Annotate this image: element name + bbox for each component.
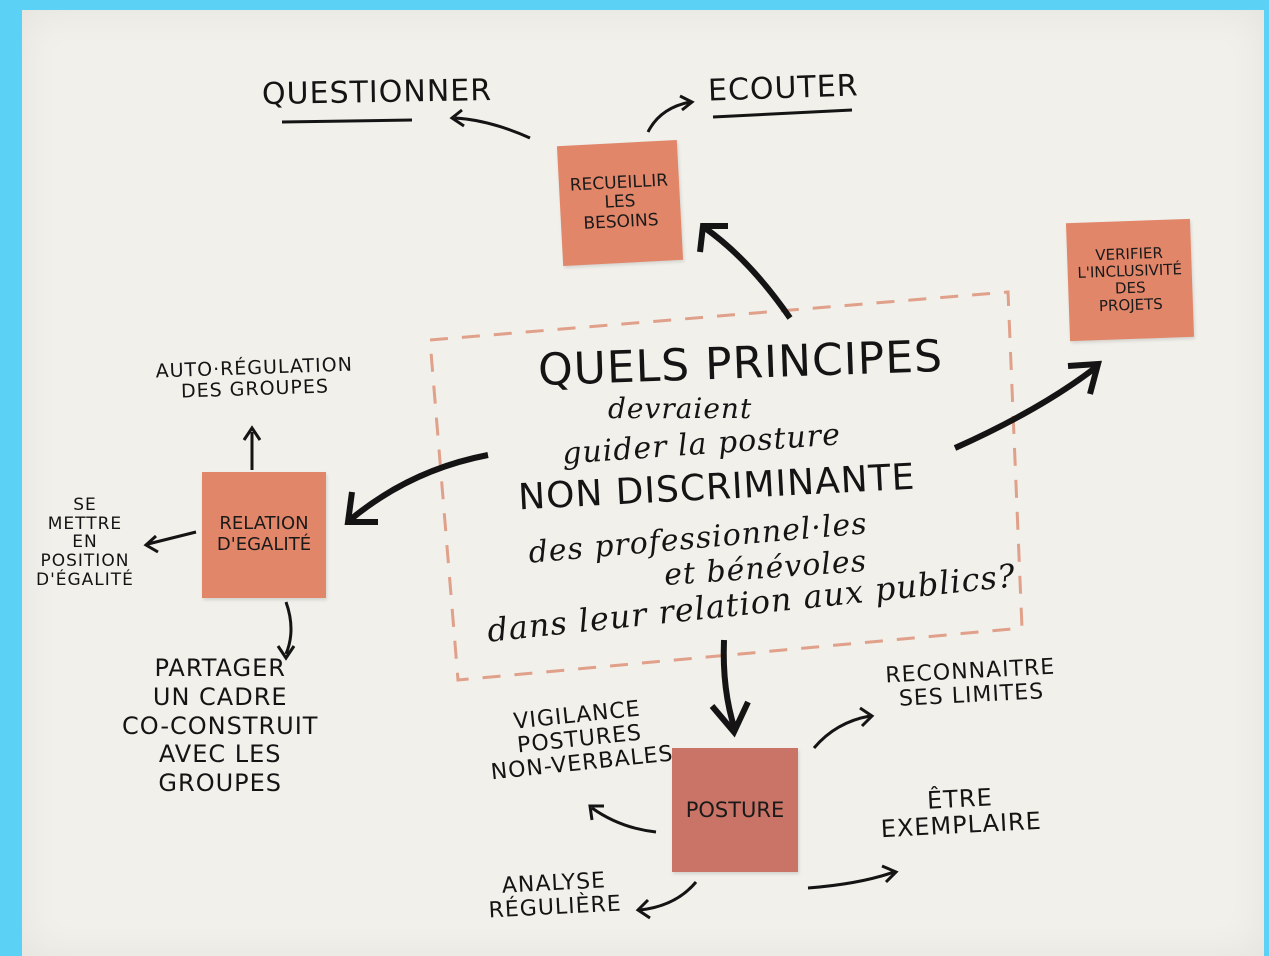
partager-text: PARTAGER UN CADRE CO-CONSTRUIT AVEC LES … <box>122 654 319 798</box>
reconnaitre-text: RECONNAITRE SES LIMITES <box>884 654 1056 712</box>
analyse-text: ANALYSE RÉGULIÈRE <box>488 868 623 924</box>
auto-regulation-text: AUTO·RÉGULATION DES GROUPES <box>155 353 354 403</box>
ecouter-label: ECOUTER <box>707 68 860 109</box>
posture-text: POSTURE <box>685 797 785 822</box>
recueillir-text: RECUEILLIR LES BESOINS <box>569 170 669 234</box>
verifier-text: VERIFIER L'INCLUSIVITÉ DES PROJETS <box>1077 243 1183 316</box>
sticky-verifier-inclusivite: VERIFIER L'INCLUSIVITÉ DES PROJETS <box>1065 218 1195 342</box>
se-mettre-text: SE METTRE EN POSITION D'ÉGALITÉ <box>36 495 134 590</box>
sticky-relation-egalite: RELATION D'EGALITÉ <box>202 472 326 598</box>
sticky-posture: POSTURE <box>672 748 798 872</box>
questionner-label: QUESTIONNER <box>261 72 493 113</box>
sticky-recueillir-les-besoins: RECUEILLIR LES BESOINS <box>556 139 684 267</box>
etre-text: ÊTRE EXEMPLAIRE <box>880 783 1043 844</box>
center-line-devraient: devraient <box>608 392 753 425</box>
relation-text: RELATION D'EGALITÉ <box>216 513 312 555</box>
